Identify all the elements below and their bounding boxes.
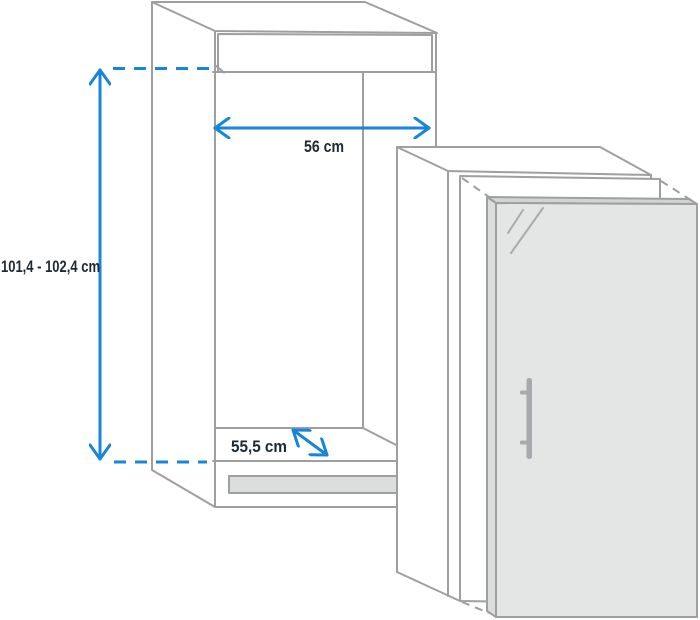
door-front-face	[495, 202, 698, 618]
width-dimension-label: 56 cm	[304, 137, 344, 156]
cabinet-left-panel	[151, 1, 216, 508]
depth-dimension-label: 55,5 cm	[231, 437, 287, 456]
cabinet	[151, 1, 438, 508]
fridge-body-edges	[396, 146, 652, 602]
dimension-labels: 101,4 - 102,4 cm 56 cm 55,5 cm	[1, 137, 344, 456]
top-drawer-front	[217, 33, 433, 73]
door-left-face	[486, 196, 497, 618]
height-dimension-label: 101,4 - 102,4 cm	[1, 257, 100, 276]
door-handle-bar	[526, 378, 532, 459]
door-handle	[520, 378, 532, 459]
fridge-door	[486, 196, 698, 618]
dimension-lines	[100, 67, 431, 464]
door-shine-lines	[507, 207, 544, 254]
depth-dimension-arrow	[291, 428, 329, 457]
cabinet-top-face	[151, 1, 438, 34]
